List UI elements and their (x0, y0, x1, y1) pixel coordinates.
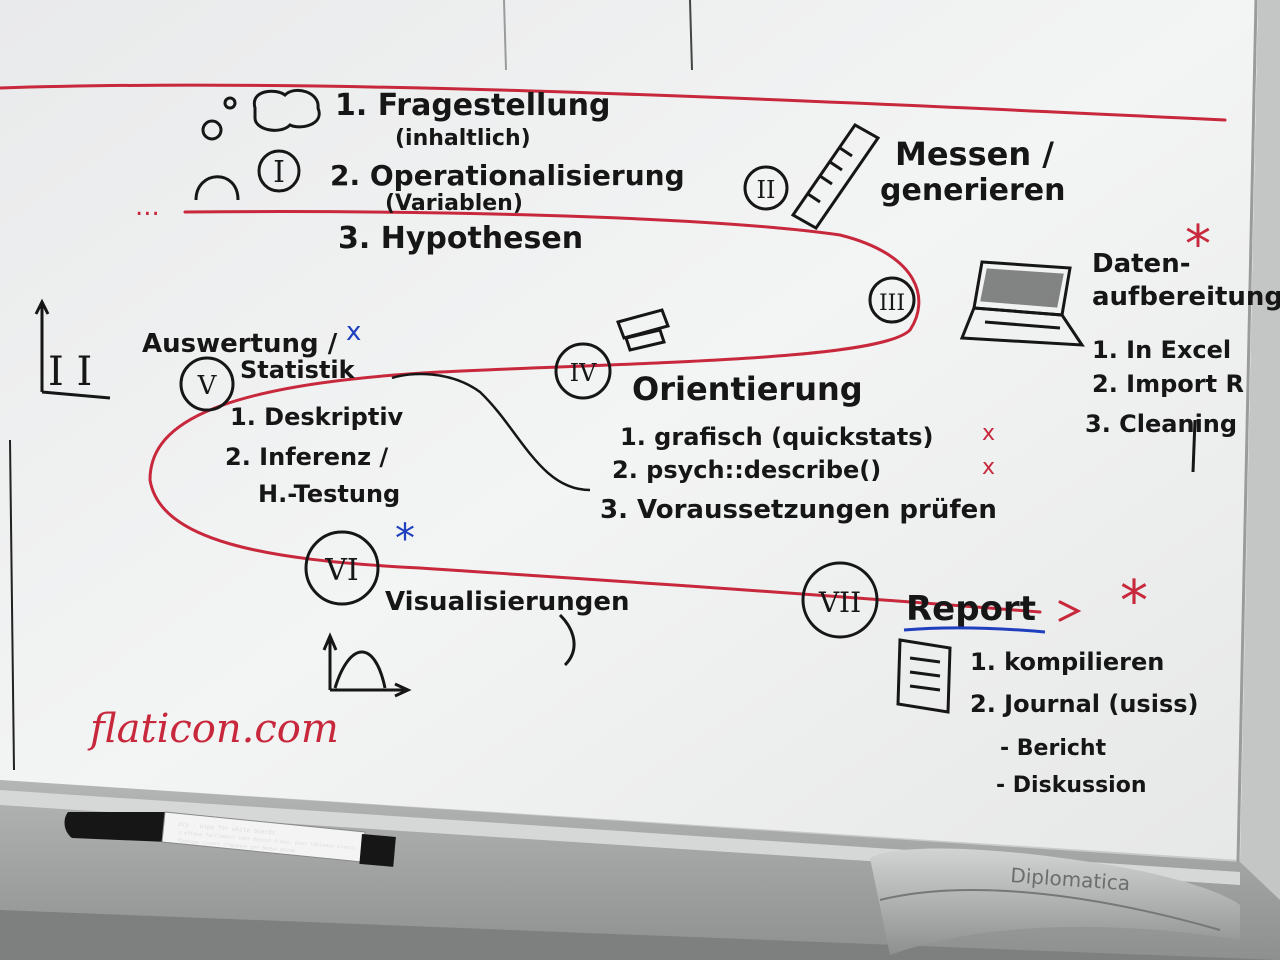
binoculars-icon (616, 308, 670, 352)
item-grafisch: 1. grafisch (quickstats) (620, 423, 933, 451)
item-diskussion: - Diskussion (996, 773, 1147, 798)
item-h-testung: H.-Testung (258, 480, 400, 508)
item-psych-describe: 2. psych::describe() (612, 456, 881, 484)
curve-chart-icon (322, 632, 412, 698)
item-inhaltlich: (inhaltlich) (395, 126, 531, 151)
item-kompilieren: 1. kompilieren (970, 648, 1164, 676)
item-fragestellung: 1. Fragestellung (335, 88, 610, 123)
red-asterisk-3: * (1185, 215, 1211, 275)
numeral-1: I (273, 155, 285, 190)
numeral-7: VII (818, 586, 861, 619)
title-generieren: generieren (880, 173, 1065, 208)
section-6: VI Visualisierungen * (304, 516, 630, 698)
numeral-4: IV (570, 359, 597, 387)
section-4: IV Orientierung 1. grafisch (quickstats)… (391, 308, 997, 525)
item-voraussetzungen: 3. Voraussetzungen prüfen (600, 495, 997, 525)
title-statistik: Statistik (240, 356, 356, 384)
title-orientierung: Orientierung (632, 370, 863, 408)
item-deskriptiv: 1. Deskriptiv (230, 403, 404, 431)
item-journal: 2. Journal (usiss) (970, 690, 1198, 718)
document-icon (896, 638, 952, 714)
side-label: I I (34, 298, 111, 400)
item-in-excel: 1. In Excel (1092, 336, 1231, 364)
item-operationalisierung: 2. Operationalisierung (330, 159, 685, 192)
side-label-text: I I (48, 349, 92, 395)
item-inferenz: 2. Inferenz / (225, 443, 388, 471)
numeral-5: V (197, 371, 218, 401)
title-daten: Daten- (1092, 249, 1191, 279)
marker-pen: dry - wipe for white boards s'efface fac… (64, 811, 396, 867)
title-messen: Messen / (895, 135, 1054, 173)
numeral-circle-1: I (257, 149, 301, 193)
section-2: II Messen / generieren (743, 123, 1065, 230)
numeral-circle-2: II (743, 165, 789, 211)
section-3: III Daten- aufbereitung 1. In Excel 2. I… (868, 215, 1280, 473)
red-asterisk-7: * (1120, 569, 1148, 634)
blue-asterisk: * (395, 516, 415, 562)
title-auswertung: Auswertung / (142, 329, 338, 359)
title-aufbereitung: aufbereitung (1092, 282, 1280, 312)
numeral-circle-4: IV (554, 342, 612, 400)
item-import-r: 2. Import R (1092, 370, 1244, 398)
red-dots: ... (135, 192, 160, 222)
section-1: I 1. Fragestellung (inhaltlich) 2. Opera… (135, 88, 685, 256)
section-5: V Auswertung / Statistik 1. Deskriptiv 2… (142, 317, 404, 508)
blue-x: x (346, 317, 361, 347)
numeral-circle-3: III (868, 276, 916, 324)
title-visualisierungen: Visualisierungen (385, 587, 630, 617)
flaticon-watermark: flaticon.com (87, 706, 339, 752)
numeral-circle-5: V (179, 356, 235, 412)
red-flow-curve (0, 83, 1227, 622)
numeral-circle-6: VI (304, 530, 380, 606)
item-hypothesen: 3. Hypothesen (338, 221, 583, 256)
red-x-2: x (982, 455, 995, 480)
numeral-3: III (879, 291, 905, 316)
item-bericht: - Bericht (1000, 736, 1107, 761)
laptop-icon (959, 260, 1085, 347)
board-eraser: Diplomatica (870, 848, 1240, 955)
numeral-6: VI (324, 553, 359, 588)
title-report: Report (906, 589, 1036, 629)
ruler-icon (790, 123, 881, 230)
numeral-circle-7: VII (801, 561, 879, 639)
item-cleaning: 3. Cleaning (1085, 410, 1237, 438)
section-7: VII Report * 1. kompilieren 2. Journal (… (801, 561, 1198, 798)
red-x-1: x (982, 421, 995, 446)
thinking-person-icon (194, 89, 321, 201)
item-variablen: (Variablen) (385, 191, 523, 216)
board-surface (0, 0, 1258, 863)
numeral-2: II (757, 176, 776, 204)
